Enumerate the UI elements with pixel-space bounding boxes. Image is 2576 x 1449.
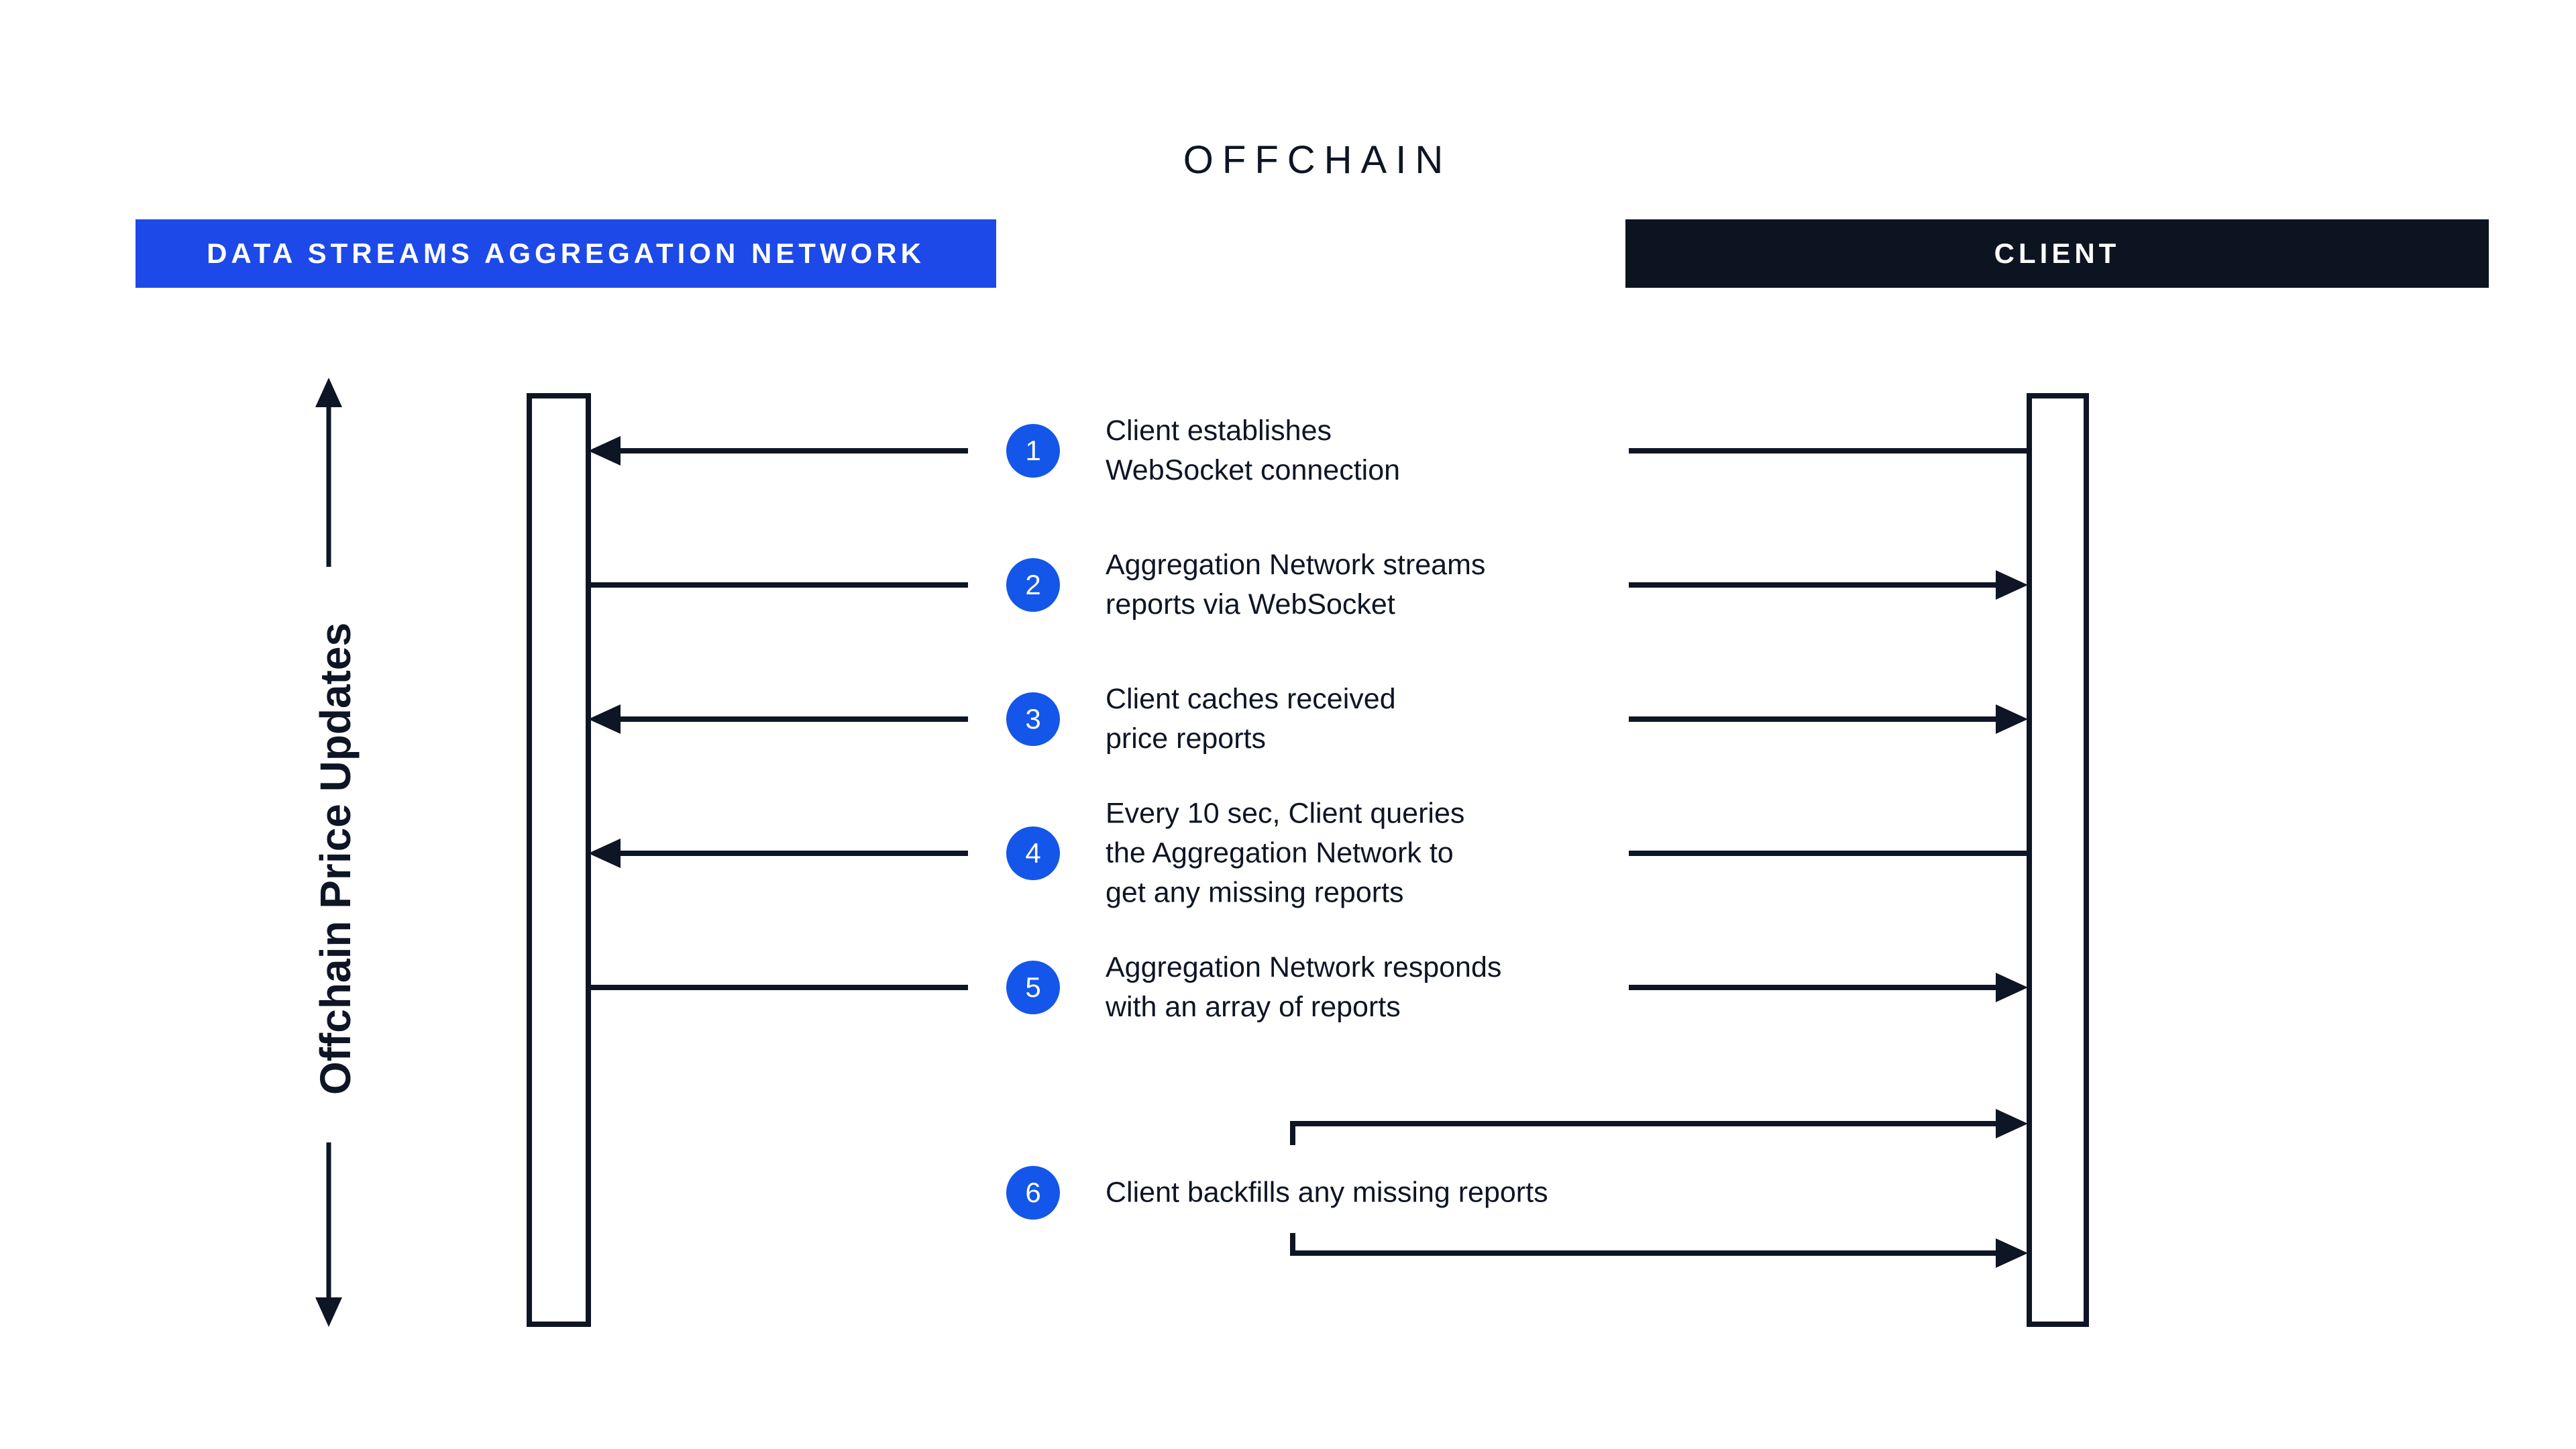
axis-label: Offchain Price Updates <box>311 622 360 1095</box>
step-5-client-arrowhead-icon <box>1996 973 2028 1002</box>
step-3-description: Client caches received price reports <box>1106 683 1396 755</box>
network-lane-label: DATA STREAMS AGGREGATION NETWORK <box>207 237 925 269</box>
step-3-number-badge: 3 <box>1006 692 1060 746</box>
step-4-network-arrowhead-icon <box>588 839 621 868</box>
step-6-upper-bracket-line <box>1290 1121 1998 1145</box>
page-title: OFFCHAIN <box>1183 138 1452 182</box>
step-1-network-arrowhead-icon <box>588 436 621 466</box>
step-1-number-badge: 1 <box>1006 424 1060 478</box>
network-lifeline-bar <box>527 393 591 1327</box>
step-5-description: Aggregation Network responds with an arr… <box>1106 951 1502 1023</box>
step-3-network-arrowhead-icon <box>588 704 621 734</box>
step-2-client-arrowhead-icon <box>1996 570 2028 600</box>
step-2-number-badge: 2 <box>1006 558 1060 612</box>
client-lifeline-bar <box>2027 393 2089 1327</box>
step-3-client-arrowhead-icon <box>1996 704 2028 734</box>
step-6-number-badge: 6 <box>1006 1166 1060 1220</box>
step-6-description: Client backfills any missing reports <box>1106 1176 1548 1209</box>
step-4-number-badge: 4 <box>1006 826 1060 880</box>
step-6-lower-bracket-line <box>1290 1233 1998 1256</box>
axis-down-arrowhead-icon <box>315 1297 342 1327</box>
client-lane-label: CLIENT <box>1994 237 2121 269</box>
step-1-description: Client establishes WebSocket connection <box>1106 415 1401 486</box>
step-4-description: Every 10 sec, Client queries the Aggrega… <box>1106 797 1465 909</box>
step-2-description: Aggregation Network streams reports via … <box>1106 549 1486 621</box>
step-6-lower-arrowhead-icon <box>1996 1238 2028 1268</box>
axis-up-arrowhead-icon <box>315 378 342 407</box>
network-lane-banner: DATA STREAMS AGGREGATION NETWORK <box>136 219 996 288</box>
client-lane-banner: CLIENT <box>1625 219 2489 288</box>
step-5-number-badge: 5 <box>1006 961 1060 1014</box>
step-6-upper-arrowhead-icon <box>1996 1109 2028 1138</box>
